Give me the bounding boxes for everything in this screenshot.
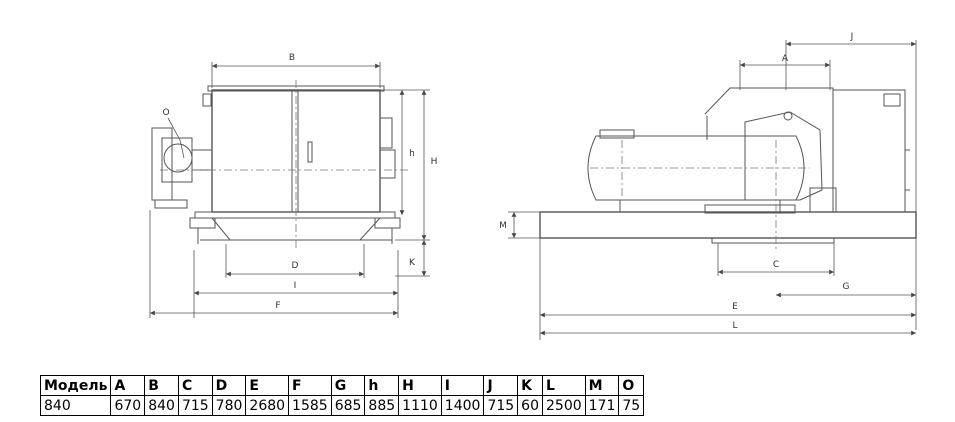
side-dim-G: G — [843, 282, 850, 292]
table-row: 840 670 840 715 780 2680 1585 685 885 11… — [39, 395, 645, 416]
front-dim-B: B — [289, 53, 295, 63]
side-dim-M: M — [499, 221, 507, 231]
column-header: C — [177, 375, 213, 396]
table-cell: 2680 — [245, 395, 290, 416]
side-dim-J: J — [850, 32, 854, 42]
table-cell: 780 — [211, 395, 247, 416]
column-header: I — [440, 375, 485, 396]
front-dim-O: O — [162, 108, 169, 118]
front-dim-H: H — [431, 157, 438, 167]
dimensions-table: Модель A B C D E F G h H I J K L M O 840… — [39, 375, 645, 416]
column-header: A — [110, 375, 146, 396]
column-header: Модель — [39, 375, 112, 396]
table-cell: 840 — [39, 395, 112, 416]
table-cell: 715 — [177, 395, 213, 416]
table-cell: 715 — [483, 395, 519, 416]
column-header: M — [584, 375, 620, 396]
front-centerlines — [160, 80, 410, 250]
table-cell: 1400 — [440, 395, 485, 416]
column-header: J — [483, 375, 519, 396]
column-header: L — [542, 375, 586, 396]
side-dim-C: C — [773, 260, 779, 270]
front-dim-I: I — [294, 281, 297, 291]
column-header: E — [245, 375, 290, 396]
side-centerlines — [590, 140, 810, 250]
table-cell: 670 — [110, 395, 146, 416]
front-dim-K: K — [409, 258, 416, 268]
column-header: K — [517, 375, 543, 396]
front-dim-h: h — [409, 149, 415, 159]
table-cell: 840 — [144, 395, 179, 416]
table-cell: 60 — [517, 395, 543, 416]
column-header: G — [330, 375, 366, 396]
table-cell: 685 — [330, 395, 366, 416]
side-dim-L: L — [732, 321, 737, 331]
column-header: h — [364, 375, 400, 396]
front-dimensions — [149, 62, 430, 318]
table-header-row: Модель A B C D E F G h H I J K L M O — [39, 375, 645, 396]
side-dimensions — [508, 40, 917, 340]
side-dim-E: E — [732, 302, 738, 312]
front-dim-D: D — [292, 261, 299, 271]
table-cell: 1585 — [288, 395, 332, 416]
column-header: F — [288, 375, 332, 396]
mixer-technical-drawing: B O h H K D I F — [149, 32, 917, 340]
column-header: O — [618, 375, 645, 396]
side-view — [539, 87, 917, 244]
column-header: B — [144, 375, 179, 396]
side-dim-A: A — [782, 54, 789, 64]
front-dim-F: F — [275, 301, 280, 311]
column-header: H — [398, 375, 442, 396]
column-header: D — [211, 375, 247, 396]
front-view — [151, 85, 401, 244]
table-cell: 885 — [364, 395, 400, 416]
table-cell: 1110 — [398, 395, 442, 416]
table-cell: 75 — [618, 395, 645, 416]
table-cell: 2500 — [542, 395, 586, 416]
table-cell: 171 — [584, 395, 620, 416]
